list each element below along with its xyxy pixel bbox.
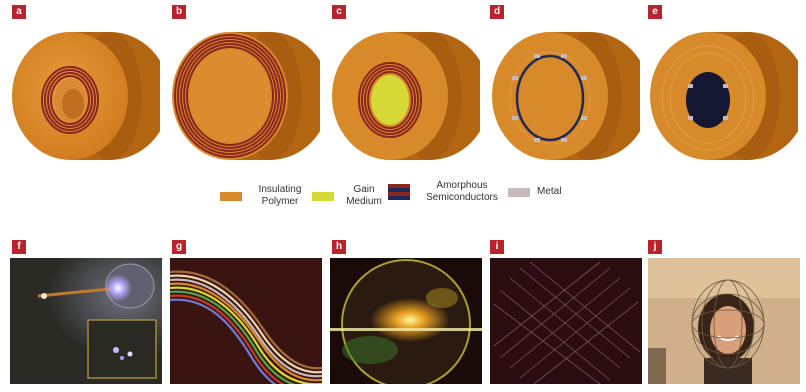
cylinder-e [648,20,798,170]
cylinder-c [330,20,480,170]
panel-label-j: j [648,240,662,254]
legend: Insulating Polymer Gain Medium Amorphous… [220,180,600,220]
legend-label-polymer: Insulating Polymer [249,184,311,208]
cylinder-a [10,20,160,170]
photo-g [170,258,322,384]
legend-item-semiconductors: Amorphous Semiconductors [388,180,507,204]
legend-item-metal: Metal [508,186,561,198]
gain-swatch [312,192,334,201]
legend-item-polymer: Insulating Polymer [220,184,311,208]
panel-label-e: e [648,5,662,19]
legend-item-gain: Gain Medium [312,184,387,208]
panel-label-i: i [490,240,504,254]
legend-label-metal: Metal [537,186,561,198]
polymer-swatch [220,192,242,201]
panel-label-d: d [490,5,504,19]
panel-label-g: g [172,240,186,254]
semiconductor-swatch [388,184,410,200]
photo-i [490,258,642,384]
photo-f [10,258,162,384]
panel-label-c: c [332,5,346,19]
panel-label-h: h [332,240,346,254]
panel-label-b: b [172,5,186,19]
photo-h [330,258,482,384]
photo-j [648,258,800,384]
metal-swatch [508,188,530,197]
cylinder-d [490,20,640,170]
panel-label-a: a [12,5,26,19]
panel-label-f: f [12,240,26,254]
cylinder-b [170,20,320,170]
legend-label-semiconductors: Amorphous Semiconductors [417,180,507,204]
legend-label-gain: Gain Medium [341,184,387,208]
